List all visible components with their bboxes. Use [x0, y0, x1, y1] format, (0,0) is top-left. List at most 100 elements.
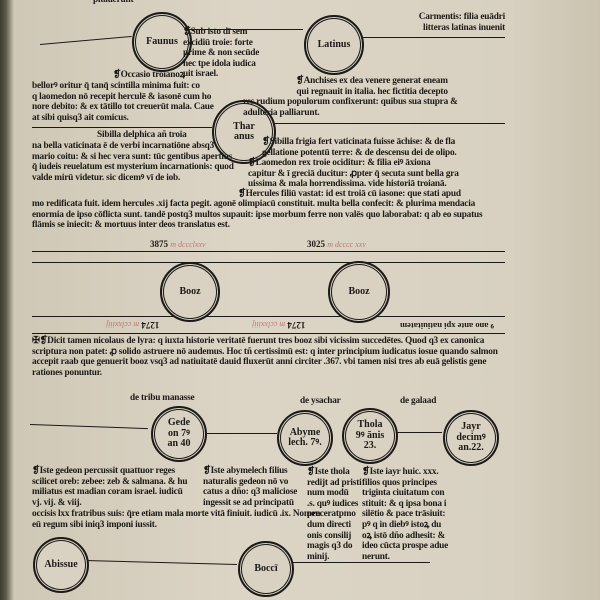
- text-line: miliatus est madian coram israel. iudicū: [32, 487, 183, 498]
- text-line: de tribu manasse: [130, 393, 195, 403]
- circle-label: an 40: [167, 438, 191, 450]
- text-line: valde mirū videtur. sic dicemꝰ vī de iob…: [32, 172, 181, 183]
- text-line: ❡Iste gedeon percussit quattuor reges: [32, 466, 175, 476]
- circle-label: Booz: [179, 285, 201, 297]
- text-block-sibilla-delphica-head: Sibilla delphica añ troia: [97, 130, 187, 141]
- text-line: ❡Hercules filiū vastat: id est troiā cū …: [238, 189, 461, 199]
- text-block-sibilla-frigia: ❡Sibilla frigia fert vaticinata fuisse ā…: [262, 137, 457, 158]
- text-line: res rudium populorum confixerunt: quibus…: [243, 97, 458, 107]
- text-block-hercules: mo redificata fuit. idem hercules .xij f…: [32, 199, 483, 231]
- text-line: naturalis gedeon nō vo: [203, 476, 289, 487]
- text-line: ❡Iste abymelech filius: [203, 466, 288, 476]
- text-line: excidiū troie: forte: [183, 37, 253, 48]
- text-line: silētio & pace trāsiuit:: [362, 509, 446, 520]
- circle-label: 23.: [363, 440, 377, 452]
- circle-abissue: Abissue: [33, 537, 89, 593]
- text-line: stituit: & q ipsa bona i: [362, 498, 447, 509]
- circle-label: Thola: [357, 419, 383, 431]
- circle-label: Thar: [233, 120, 255, 132]
- text-line: q laomedon nō recepit herculē & iasonē c…: [32, 91, 212, 102]
- text-line: Sibilla delphica añ troia: [97, 130, 187, 140]
- text-line: vj. vij. & viij.: [32, 497, 82, 508]
- rule-line: [32, 251, 505, 252]
- text-block-sibilla-delphica: na bella vaticinata ē de verbi incarnati…: [32, 141, 234, 183]
- text-line: ❡Occasio troianoꝝ: [113, 70, 185, 80]
- text-block-anchises2: res rudium populorum confixerunt: quibus…: [243, 97, 458, 118]
- lineage-line: [207, 433, 277, 434]
- text-line: hec tpe idola iudica: [183, 58, 256, 69]
- circle-label: Latinus: [317, 38, 351, 50]
- text-line: scriptura non patet: ꝓ solido astruere n…: [32, 346, 498, 357]
- lineage-line: [188, 29, 303, 30]
- text-line: de galaad: [400, 396, 437, 406]
- text-line: bellorꝰ oritur q̄ tanq̄ scintilla minima…: [32, 81, 200, 91]
- text-line: mario coitu: & si hec vera sunt: tūc gen…: [32, 151, 233, 162]
- text-line: ❡Iste thola: [307, 467, 350, 477]
- lineage-line: [39, 35, 132, 45]
- rule-line: [273, 123, 505, 124]
- text-line: uissima & mala horrendissima. vide histo…: [248, 179, 447, 190]
- circle-booz2: Booz: [328, 261, 390, 323]
- lineage-line: [363, 37, 505, 38]
- text-line: ❡Iste iayr huic. xxx.: [362, 467, 439, 477]
- text-line: nore debito: & ex tātillo tot creuerūt m…: [32, 102, 214, 113]
- year-number: 3025 m dcccc xxv: [307, 239, 366, 249]
- text-line: ✠❡Dicit tamen nicolaus de lyra: q iuxta …: [32, 336, 485, 346]
- text-block-dicit: ✠❡Dicit tamen nicolaus de lyra: q iuxta …: [32, 336, 498, 378]
- text-line: ❡Sibilla frigia fert vaticinata fuisse ā…: [262, 137, 456, 147]
- rule-line: [32, 333, 505, 334]
- circle-label: Booz: [348, 285, 370, 297]
- text-line: nerunt.: [362, 551, 390, 562]
- text-line: .s. quꝰ iudices: [307, 498, 359, 509]
- text-line: uit israel.: [183, 69, 218, 80]
- text-line: mo redificata fuit. idem hercules .xij f…: [32, 199, 476, 209]
- text-block-de-tribu: de tribu manasse: [130, 393, 195, 404]
- text-block-de-ysachar: de ysachar: [300, 396, 341, 407]
- text-line: magis q3 do: [307, 541, 353, 552]
- text-block-occasio-head: ❡Occasio troianoꝝ: [113, 70, 185, 81]
- text-line: num modū: [307, 488, 349, 499]
- text-line: de ysachar: [300, 396, 341, 406]
- text-line: q̄ iudeis reuelatum est mysterium incarn…: [32, 162, 234, 173]
- text-line: scilicet oreb: zebee: zeb & salmana. & h…: [32, 476, 188, 487]
- text-line: ingessit se ad principatū: [203, 497, 294, 508]
- lineage-line: [84, 560, 237, 565]
- circle-label: on 7ꝰ: [168, 427, 190, 439]
- year-number: 3875 m dccclxxv: [150, 239, 206, 249]
- text-line: ❡Anchises ex dea venere generat eneam: [296, 76, 448, 86]
- year-number: 1274 m cclxxiiij: [252, 320, 306, 330]
- text-block-occasio: bellorꝰ oritur q̄ tanq̄ scintilla minima…: [32, 81, 214, 123]
- circle-label: Faunus: [146, 35, 178, 47]
- text-line: redijt ad pristi: [307, 477, 362, 488]
- text-line: capitur & ī greciā ducitur: ꝓpter q̄ sec…: [248, 168, 459, 179]
- text-line: flāmis se iniecit: & mortuus inter deos …: [32, 220, 230, 231]
- rule-line: [32, 262, 505, 263]
- rule-line: [32, 316, 505, 317]
- text-line: onis consilij: [307, 530, 352, 541]
- top-fragment: pitauerunt: [93, 0, 134, 5]
- circle-booz1: Booz: [160, 262, 220, 322]
- text-line: filios quos principes: [362, 477, 437, 488]
- text-line: triginta ciuitatum con: [362, 488, 445, 499]
- text-block-laomedon: ❡Laomedon rex troie ociditur: & filia ei…: [248, 158, 459, 190]
- circle-latinus: Latinus: [304, 15, 364, 75]
- text-line: litteras latinas inuenit: [423, 22, 505, 33]
- text-line: na bella vaticinata ē de verbi incarnati…: [32, 141, 215, 151]
- text-line: ideo cūcta prospe adue: [362, 541, 449, 552]
- text-line: prime & non secūde: [183, 48, 260, 59]
- circle-label: Boccī: [254, 562, 278, 574]
- text-line: rationes ponuntur.: [32, 367, 102, 378]
- text-line: minij.: [307, 551, 330, 562]
- caption-upside-down: ꝰ ano ante xpi natiuitatem: [400, 321, 494, 331]
- circle-label: Abyme: [289, 426, 321, 438]
- text-line: preceratpmo: [307, 509, 356, 520]
- lineage-line: [290, 562, 430, 563]
